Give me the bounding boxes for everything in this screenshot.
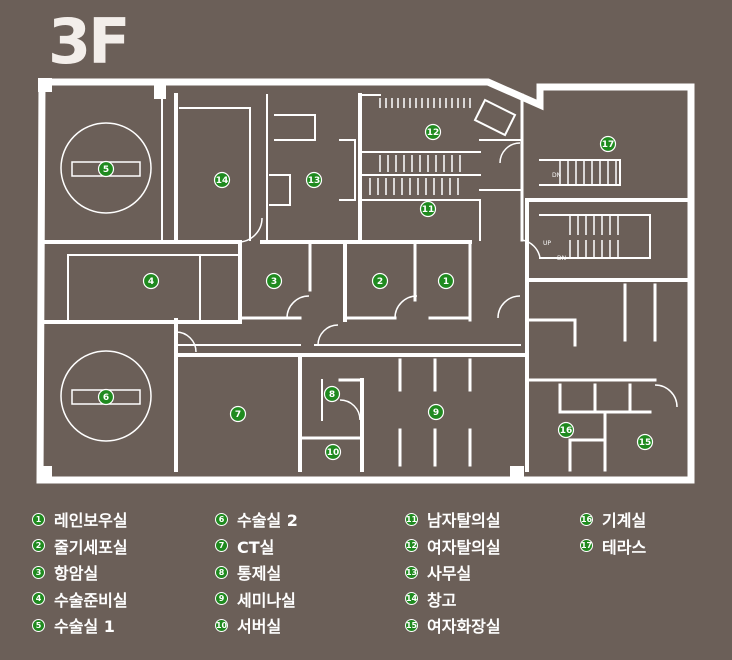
- room-badge-number: 2: [377, 277, 383, 287]
- stairs: [369, 98, 619, 258]
- room-badge-number: 13: [308, 176, 321, 186]
- legend-badge: 9: [215, 592, 228, 605]
- stair-label-down-2: DN: [557, 255, 566, 262]
- legend-label: 통제실: [237, 564, 282, 583]
- legend-badge: 17: [580, 539, 593, 552]
- legend-item: 4 수술준비실: [32, 588, 128, 610]
- room-badge: 17: [599, 135, 617, 153]
- legend-label: 세미나실: [237, 590, 296, 610]
- legend-item: 5 수술실 1: [32, 614, 115, 636]
- room-badge-number: 3: [271, 277, 277, 287]
- room-badge-number: 14: [216, 176, 229, 186]
- legend-item: 15 여자화장실: [405, 614, 501, 636]
- room-badge-number: 6: [103, 393, 109, 403]
- legend-badge: 6: [215, 512, 228, 526]
- room-badge-number: 11: [422, 205, 435, 215]
- room-badge: 13: [305, 171, 323, 189]
- legend-badge: 7: [215, 539, 228, 552]
- legend-item: 12 여자탈의실: [405, 535, 501, 557]
- legend-badge: 12: [405, 539, 418, 552]
- legend-label: 항암실: [54, 564, 99, 583]
- legend-label: 레인보우실: [54, 511, 128, 530]
- legend-badge: 1: [32, 512, 45, 526]
- room-badge-number: 12: [427, 128, 440, 138]
- legend-label: 기계실: [602, 511, 647, 530]
- legend-badge: 2: [32, 539, 45, 552]
- room-badge: 15: [636, 433, 654, 451]
- legend-item: 11 남자탈의실: [405, 508, 501, 530]
- room-badge-number: 9: [433, 408, 439, 418]
- room-badge: 12: [424, 123, 442, 141]
- legend-badge: 10: [215, 618, 228, 632]
- legend-label: 서버실: [237, 617, 282, 636]
- legend-item: 13 사무실: [405, 561, 471, 583]
- legend-label: 여자화장실: [427, 617, 501, 636]
- room-badge: 4: [142, 272, 160, 290]
- legend-badge: 14: [405, 592, 418, 605]
- legend-badge: 3: [32, 565, 45, 579]
- legend-label: 테라스: [602, 537, 647, 557]
- legend-label: 수술실 1: [54, 617, 115, 636]
- room-badge: 5: [97, 160, 115, 178]
- legend-label: 수술준비실: [54, 590, 128, 610]
- room-badge: 7: [229, 405, 247, 423]
- legend-label: 수술실 2: [237, 511, 298, 530]
- legend-item: 8 통제실: [215, 561, 281, 583]
- room-badge-number: 1: [443, 277, 449, 287]
- stair-label-down: DN: [552, 172, 561, 179]
- legend-badge: 8: [215, 565, 228, 579]
- room-badge: 6: [97, 388, 115, 406]
- room-badge-number: 7: [235, 410, 241, 420]
- stair-label-up: UP: [543, 240, 551, 247]
- legend-item: 7 CT실: [215, 535, 274, 557]
- legend-badge: 16: [580, 512, 593, 526]
- room-badge: 16: [557, 421, 575, 439]
- room-badge-number: 16: [560, 426, 573, 436]
- legend-label: 여자탈의실: [427, 537, 501, 557]
- legend-label: 줄기세포실: [54, 537, 128, 557]
- room-badge: 9: [427, 403, 445, 421]
- door-swings: [175, 142, 678, 421]
- legend-label: 사무실: [427, 564, 472, 583]
- legend-badge: 11: [405, 512, 418, 526]
- legend-item: 6 수술실 2: [215, 508, 298, 530]
- legend-badge: 13: [405, 565, 418, 579]
- room-badge-number: 5: [103, 165, 109, 175]
- legend-item: 14 창고: [405, 588, 456, 610]
- walls: [36, 78, 695, 484]
- legend-item: 17 테라스: [580, 535, 646, 557]
- legend-item: 1 레인보우실: [32, 508, 128, 530]
- legend-label: 남자탈의실: [427, 511, 501, 530]
- room-badge-number: 17: [602, 140, 615, 150]
- room-badge: 2: [371, 272, 389, 290]
- room-badge-number: 10: [327, 448, 340, 458]
- legend-item: 16 기계실: [580, 508, 646, 530]
- room-badge-number: 15: [639, 438, 652, 448]
- room-badge: 10: [324, 443, 342, 461]
- room-badge: 3: [265, 272, 283, 290]
- floor-title: 3F: [48, 5, 130, 78]
- legend-badge: 5: [32, 618, 45, 632]
- legend-item: 9 세미나실: [215, 588, 296, 610]
- legend-item: 10 서버실: [215, 614, 281, 636]
- legend-label: CT실: [237, 537, 275, 557]
- room-badge: 14: [213, 171, 231, 189]
- legend-badge: 15: [405, 618, 418, 632]
- legend-item: 3 항암실: [32, 561, 98, 583]
- room-badge-number: 4: [148, 277, 154, 287]
- room-badge: 11: [419, 200, 437, 218]
- room-badge: 1: [437, 272, 455, 290]
- legend-label: 창고: [427, 590, 457, 610]
- room-badge-number: 8: [329, 390, 335, 400]
- room-badge: 8: [323, 385, 341, 403]
- legend-badge: 4: [32, 592, 45, 605]
- legend-item: 2 줄기세포실: [32, 535, 128, 557]
